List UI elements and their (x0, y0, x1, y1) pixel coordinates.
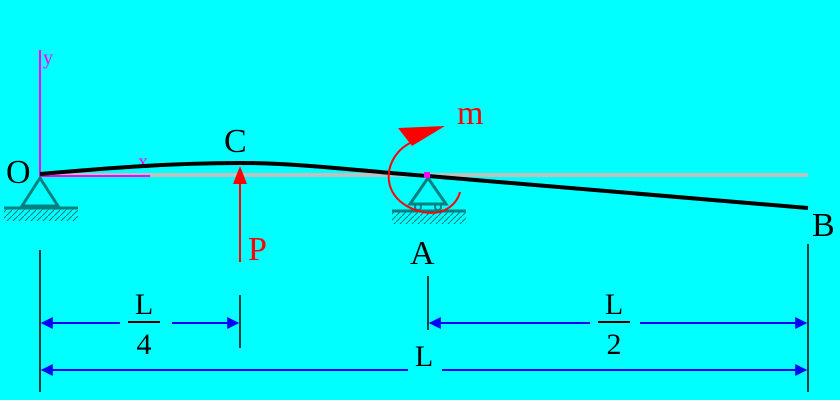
pin-support-o (4, 175, 78, 221)
force-p-label: P (248, 231, 267, 268)
dim-quarter-numerator: L (135, 288, 153, 321)
moment-m-arrow (387, 126, 461, 214)
x-axis-label: x (138, 151, 148, 173)
dim-half-denominator: 2 (607, 328, 622, 361)
dimension-half: L 2 (428, 288, 808, 361)
dimension-quarter: L 4 (40, 288, 240, 361)
origin-label: O (6, 154, 31, 191)
dim-half-numerator: L (605, 288, 623, 321)
point-c-label: C (224, 123, 247, 160)
dimension-total: L (40, 340, 808, 376)
dim-total-label: L (415, 340, 433, 373)
dim-quarter-denominator: 4 (137, 328, 152, 361)
dimension-extension-lines (39, 244, 809, 392)
deflected-beam-curve (39, 160, 809, 210)
force-p-arrow (233, 166, 247, 262)
point-a-label: A (410, 235, 435, 272)
moment-m-label: m (457, 95, 483, 132)
roller-support-a (392, 172, 466, 224)
y-axis-label: y (43, 47, 53, 69)
point-b-label: B (812, 207, 835, 244)
